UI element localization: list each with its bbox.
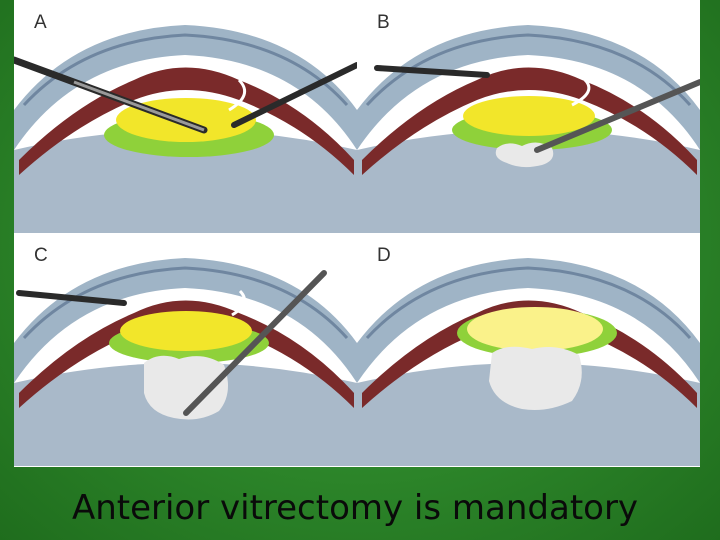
- panel-label-d: D: [377, 245, 391, 266]
- cornea: [14, 25, 357, 150]
- panel-a-illustration: [14, 0, 357, 233]
- cornea: [357, 258, 700, 383]
- panel-d: D: [357, 233, 700, 466]
- instrument-left: [16, 290, 127, 306]
- iris: [362, 67, 697, 175]
- panel-label-a: A: [34, 12, 47, 33]
- panel-b: B: [357, 0, 700, 233]
- vitreous-cavity: [357, 363, 700, 466]
- vitrector: [534, 79, 700, 153]
- vitreous-cavity: [14, 130, 357, 233]
- flow-arrow: [571, 78, 591, 107]
- slide-caption: Anterior vitrectomy is mandatory: [71, 488, 639, 528]
- panel-d-illustration: [357, 233, 700, 466]
- lens-nucleus: [463, 96, 595, 136]
- instrument-right: [231, 62, 357, 128]
- instrument-left: [374, 65, 490, 78]
- panel-c: C: [14, 233, 357, 466]
- iris: [19, 67, 354, 175]
- vitreous-residual: [489, 346, 582, 410]
- flow-arrow: [231, 289, 246, 317]
- flow-arrow: [228, 78, 247, 112]
- cornea: [14, 258, 357, 383]
- panel-a: A: [14, 0, 357, 233]
- vitreous-prolapse: [144, 355, 228, 420]
- panel-label-b: B: [377, 12, 390, 33]
- surgical-diagram: A B: [14, 0, 700, 467]
- vitreous-cavity: [357, 130, 700, 233]
- panel-b-illustration: [357, 0, 700, 233]
- panel-c-illustration: [14, 233, 357, 466]
- lens-implant: [467, 307, 603, 351]
- panel-label-c: C: [34, 245, 48, 266]
- vitrector: [183, 270, 327, 416]
- lens-nucleus: [120, 311, 252, 351]
- cornea: [357, 25, 700, 150]
